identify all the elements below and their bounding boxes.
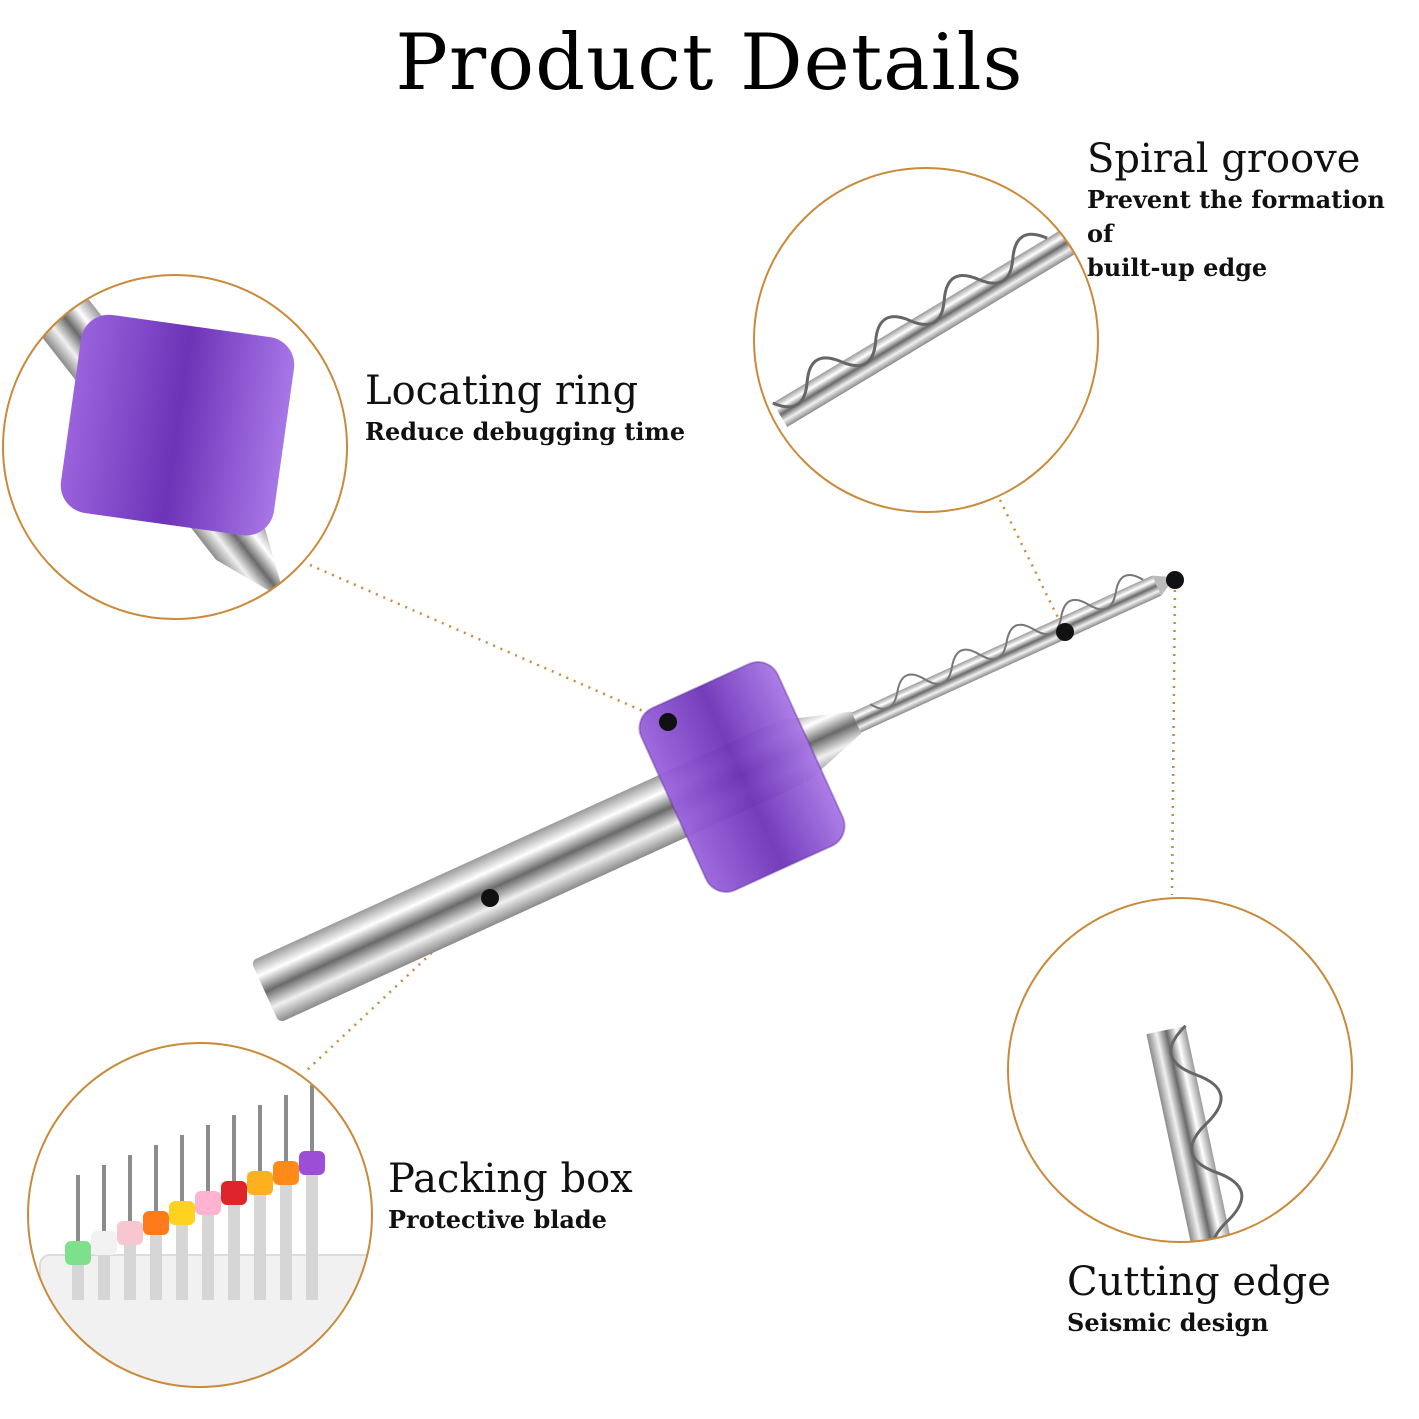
locating-ring (638, 661, 846, 893)
locating-ring-heading: Locating ring (365, 368, 639, 414)
mini-drill-cap (117, 1221, 143, 1245)
mini-drill-bit (143, 1145, 169, 1300)
leader-lines (304, 499, 1177, 1073)
leader-spiral (998, 499, 1067, 633)
cutting-edge-label: Cutting edge Seismic design (1067, 1258, 1331, 1340)
mini-drill-cap (299, 1151, 325, 1175)
cutting-edge-desc: Seismic design (1067, 1308, 1269, 1337)
mini-drill-cap (273, 1161, 299, 1185)
spiral-groove-label: Spiral groove Prevent the formation of b… (1087, 135, 1419, 285)
cutting-edge-circle (1007, 897, 1353, 1243)
packing-box-heading: Packing box (388, 1156, 633, 1202)
mini-drill-cap (91, 1231, 117, 1255)
mini-drill-cap (221, 1181, 247, 1205)
mini-drill-cap (169, 1201, 195, 1225)
mini-drill-bit (221, 1115, 247, 1300)
mini-drill-bit (299, 1085, 325, 1300)
page-title: Product Details (395, 18, 1024, 108)
packing-box-label: Packing box Protective blade (388, 1155, 633, 1237)
mini-drill-bit (117, 1155, 143, 1300)
spiral-groove-circle (753, 167, 1099, 513)
mini-drill-cap (65, 1241, 91, 1265)
mini-drill-bit (91, 1165, 117, 1300)
mini-drill-bit (169, 1135, 195, 1300)
drill-shank (252, 722, 805, 1021)
mini-drill-cap (143, 1211, 169, 1235)
mini-drill-bit (195, 1125, 221, 1300)
dot-spiral (1056, 623, 1074, 641)
leader-edge (1170, 581, 1177, 896)
cutting-edge-heading: Cutting edge (1067, 1259, 1331, 1305)
mini-drill-bit (247, 1105, 273, 1300)
packing-box-circle (27, 1042, 373, 1388)
mini-drill-bit (273, 1095, 299, 1300)
mini-drill-bit (65, 1175, 91, 1300)
dot-edge (1166, 571, 1184, 589)
locating-ring-label: Locating ring Reduce debugging time (365, 367, 685, 449)
spiral-groove-heading: Spiral groove (1087, 136, 1361, 182)
dot-ring (659, 713, 677, 731)
mini-drill-cap (195, 1191, 221, 1215)
mini-drill-cap (247, 1171, 273, 1195)
locating-ring-circle (2, 274, 348, 620)
drill-bit-main (252, 574, 1175, 1021)
leader-ring (309, 563, 669, 724)
spiral-groove-desc-line2: built-up edge (1087, 253, 1268, 282)
drill-flute (851, 575, 1162, 733)
locating-ring-desc: Reduce debugging time (365, 417, 686, 446)
packing-box-desc: Protective blade (388, 1205, 607, 1234)
dot-box (481, 889, 499, 907)
spiral-groove-desc-line1: Prevent the formation of (1087, 185, 1385, 248)
